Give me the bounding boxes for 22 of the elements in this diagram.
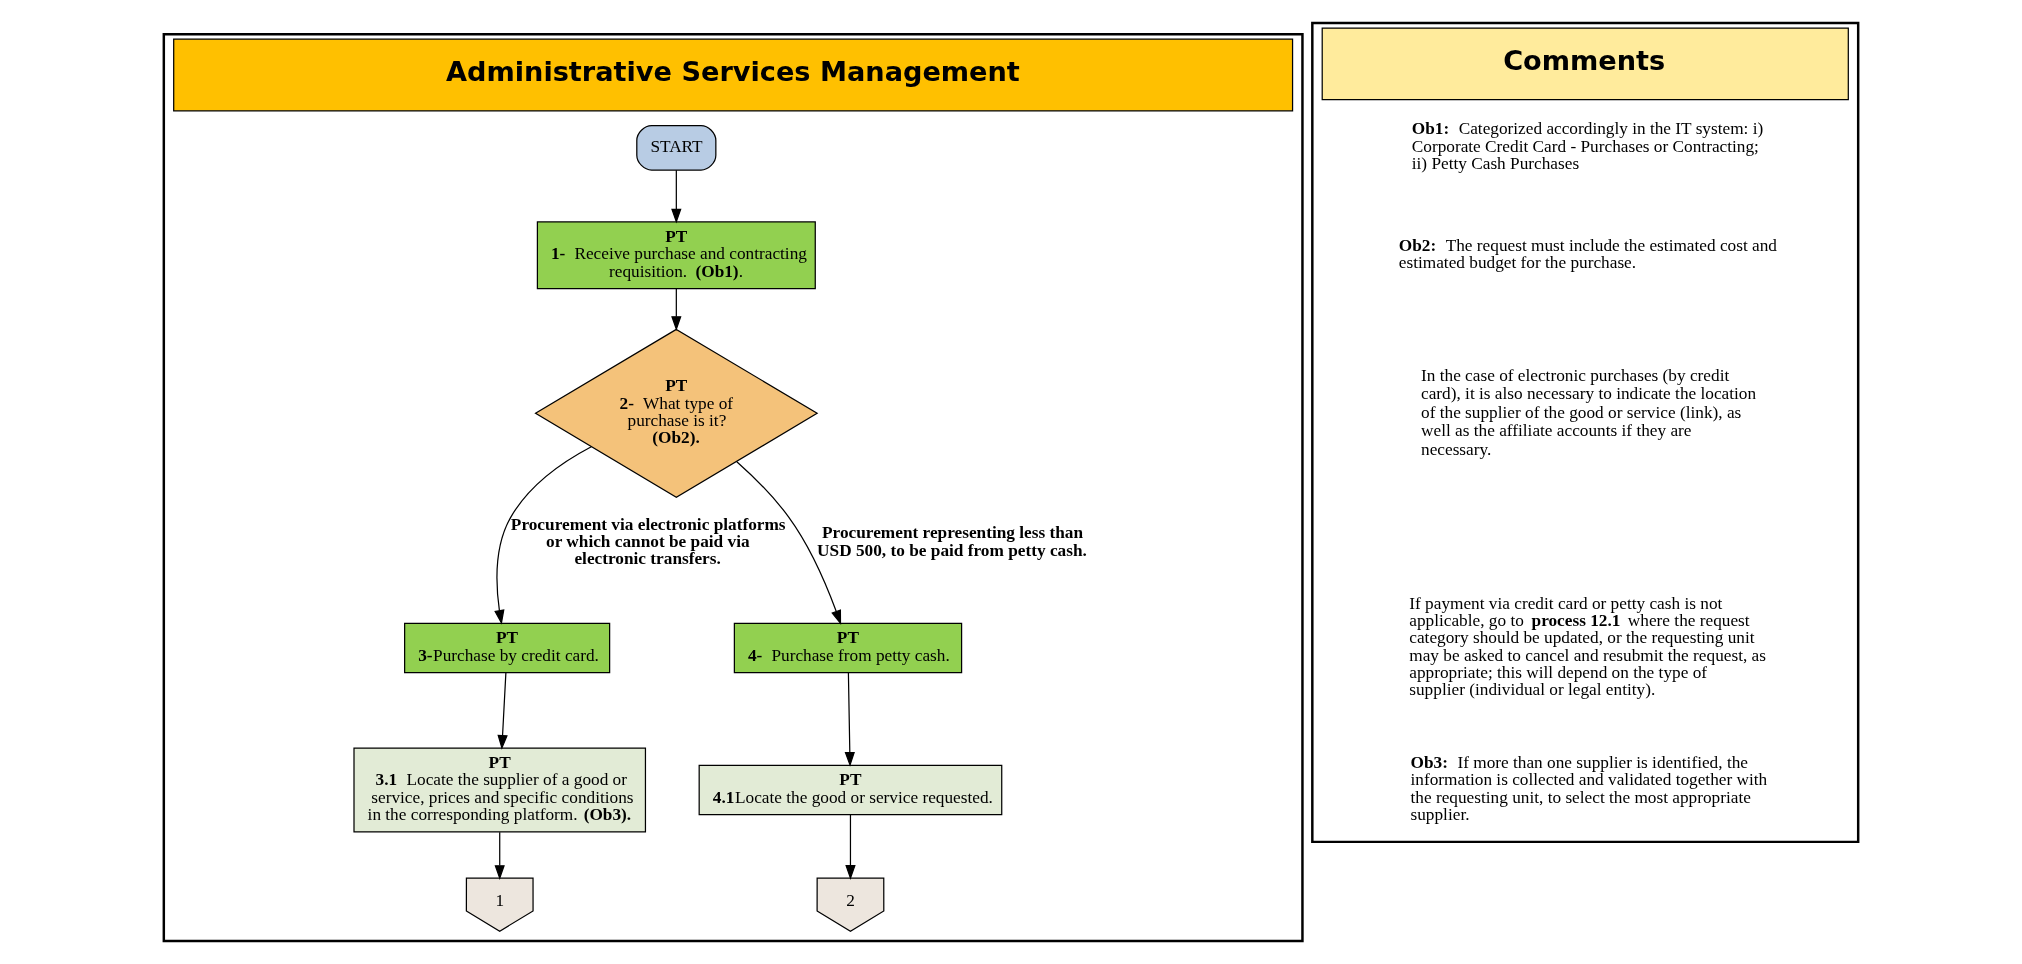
label: Ob1: Categorized accordingly in the IT system: i) Corporate Credit Card - Purchases or Contracting; ii) Petty Cash Purchases [1411,119,1764,174]
node-box: PT 4.1Locate the good or service requested. [698,764,1003,816]
label: Ob3: If more than one supplier is identified, the information is collected and validated together with the requesting unit, to select the most appropriate supplier. [1410,753,1768,824]
arrow [494,446,592,625]
node-diamond: PT 2- What type of purchase is it? (Ob2). [534,328,819,499]
label: If payment via credit card or petty cash is not applicable, go to process 12.1 where the request category should be updated, or the requesting unit may be asked to cancel and resubmit the request, as appropriate; this will depend on the type of supplier (individual or legal entity). [1409,593,1766,700]
arrow [671,169,682,224]
node-box: PT 4- Purchase from petty cash. [733,622,963,674]
node-box: PT 1- Receive purchase and contracting requisition. (Ob1). [536,221,816,290]
edge-label: Procurement via electronic platforms or which cannot be paid via electronic transfers. [510,514,786,569]
label: In the case of electronic purchases (by credit card), it is also necessary to indicate the location of the supplier of the good or service (link), as well as the affiliate accounts if they are necessary. [1421,365,1757,459]
node-box: PT 3-Purchase by credit card. [404,622,611,674]
node-box: START [636,124,717,171]
arrow [671,288,682,332]
label: Ob2: The request must include the estimated cost and estimated budget for the purchase. [1398,235,1778,272]
arrow [736,461,842,625]
edge-label: Procurement representing less than USD 500, to be paid from petty cash. [817,523,1087,560]
arrow [844,672,855,767]
arrow [494,831,505,880]
arrow [497,672,508,750]
arrow [845,814,856,880]
node-box: PT 3.1 Locate the supplier of a good or service, prices and specific conditions in the corresponding platform. (Ob3). [353,747,647,833]
